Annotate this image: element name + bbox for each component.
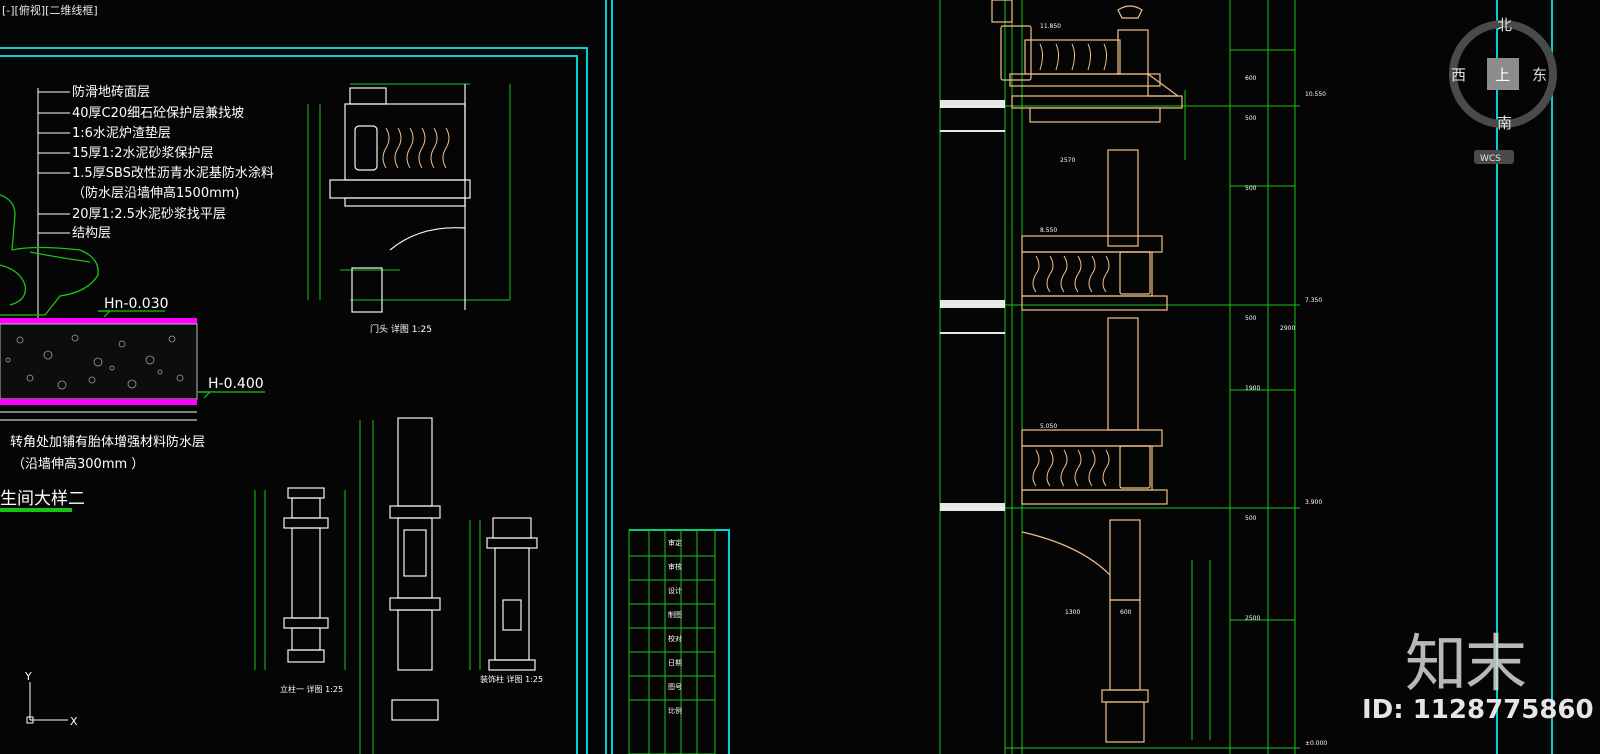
note-line2: （沿墙伸高300mm ）: [12, 456, 144, 472]
tb-row-0: 审定: [668, 538, 682, 547]
sheet-frames: [0, 0, 1553, 754]
nav-cube-ring: [1449, 20, 1557, 164]
elevation-drawing: [939, 0, 1300, 754]
dim-21: 600: [1120, 609, 1132, 616]
elev-level-5: 3.900: [1305, 499, 1322, 506]
elev-level-2: 8.550: [1040, 227, 1057, 234]
tb-row-5: 日期: [668, 659, 682, 667]
layer-1: 防滑地砖面层: [72, 84, 150, 100]
dim-12: 500: [1245, 315, 1257, 322]
watermark-id: ID: 1128775860: [1362, 695, 1594, 725]
column2-title: 装饰柱 详图 1:25: [480, 674, 543, 684]
tb-row-7: 比例: [668, 706, 682, 715]
ucs-y-label: Y: [24, 670, 32, 683]
dim-2: 2570: [1060, 157, 1075, 164]
nav-west[interactable]: 西: [1451, 66, 1466, 84]
nav-south[interactable]: 南: [1497, 114, 1512, 132]
nav-top[interactable]: 上: [1495, 66, 1510, 84]
layer-8: 结构层: [72, 226, 111, 241]
elev-level-1: 10.550: [1305, 91, 1326, 98]
tb-row-3: 制图: [668, 610, 682, 619]
dim-13: 1300: [1065, 609, 1080, 616]
layer-7: 20厚1:2.5水泥砂浆找平层: [72, 207, 226, 222]
nav-cube-labels: 北 南 东 西 上 WCS: [1451, 16, 1547, 164]
elev-level-4: 5.050: [1040, 423, 1057, 430]
level-upper: Hn-0.030: [104, 296, 169, 312]
floor-detail-texts: 防滑地砖面层 40厚C20细石砼保护层兼找坡 1:6水泥炉渣垫层 15厚1:2水…: [0, 84, 274, 509]
dim-17: 2500: [1245, 615, 1260, 622]
dim-14: 500: [1245, 515, 1257, 522]
elev-level-6: ±0.000: [1305, 740, 1327, 747]
dim-1: 500: [1245, 115, 1257, 122]
ucs-x-label: X: [70, 715, 78, 728]
watermark-logo: 知末: [1405, 627, 1527, 700]
nav-east[interactable]: 东: [1532, 66, 1547, 84]
viewport-title[interactable]: [-][俯视][二维线框]: [2, 4, 98, 17]
layer-3: 1:6水泥炉渣垫层: [72, 125, 171, 141]
nav-north[interactable]: 北: [1497, 16, 1512, 34]
floor-detail-drawing: [0, 88, 265, 512]
tb-row-1: 审核: [668, 562, 682, 571]
nav-wcs[interactable]: WCS: [1480, 154, 1501, 164]
note-line1: 转角处加铺有胎体增强材料防水层: [10, 434, 205, 450]
dim-11: 1900: [1245, 385, 1260, 392]
layer-4: 15厚1:2水泥砂浆保护层: [72, 146, 213, 161]
tb-row-4: 校对: [668, 634, 682, 643]
dim-10: 500: [1245, 185, 1257, 192]
elevation-levels: 11.850 10.550 8.550 7.350 5.050 3.900 ±0…: [1040, 23, 1327, 747]
elev-level-0: 11.850: [1040, 23, 1061, 30]
finish-layer: [0, 318, 197, 324]
tb-row-6: 图号: [668, 683, 682, 691]
layer-2: 40厚C20细石砼保护层兼找坡: [72, 106, 244, 121]
door-head-title: 门头 详图 1:25: [370, 323, 432, 335]
dim-15: 2900: [1280, 325, 1295, 332]
layer-6: （防水层沿墙伸高1500mm): [72, 185, 239, 201]
title-block-labels: 审定 审核 设计 制图 校对 日期 图号 比例: [668, 538, 682, 715]
column1-drawing: [254, 417, 538, 754]
title-block: [628, 529, 716, 754]
concrete-layer: [0, 323, 198, 400]
ucs-icon: [26, 682, 68, 724]
level-lower: H-0.400: [208, 376, 264, 392]
elev-level-3: 7.350: [1305, 297, 1322, 304]
layer-5: 1.5厚SBS改性沥青水泥基防水涂料: [72, 165, 274, 181]
toilet-outline: [0, 194, 99, 316]
column1-title: 立柱一 详图 1:25: [280, 684, 343, 694]
elevation-dims: 600 500 2570 500 500 1900 500 1300 600 2…: [1060, 75, 1295, 622]
dim-0: 600: [1245, 75, 1257, 82]
door-head-drawing: [307, 83, 511, 313]
detail-title: 生间大样二: [0, 489, 85, 509]
tb-row-2: 设计: [668, 586, 682, 595]
